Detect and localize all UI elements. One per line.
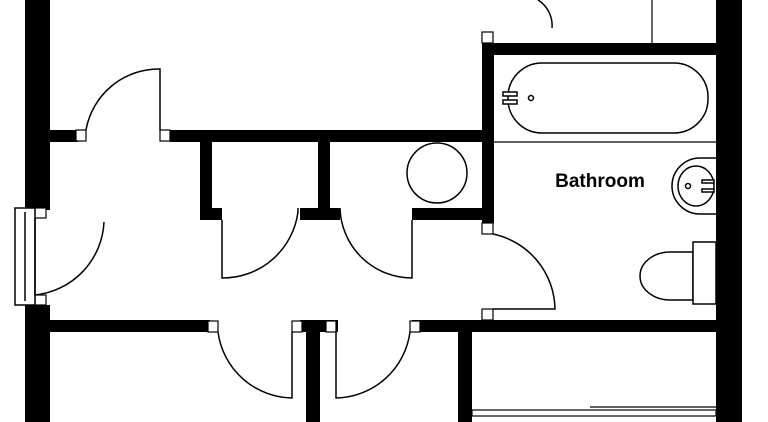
wall-closet-c-bottom xyxy=(412,208,490,220)
washbasin xyxy=(671,157,716,215)
door-swing-closet-b xyxy=(339,207,413,279)
jamb xyxy=(409,320,421,333)
washbasin-drain xyxy=(684,182,692,190)
door-swing-bathroom xyxy=(492,233,556,310)
wall-bathroom-bottom xyxy=(488,320,716,332)
door-swing-closet-a xyxy=(221,208,299,279)
jamb xyxy=(159,129,171,142)
wall-bathroom-left xyxy=(482,43,494,223)
door-swing-lower-left xyxy=(217,331,293,399)
door-swing-top-left xyxy=(85,68,161,131)
water-heater xyxy=(406,142,468,204)
jamb xyxy=(34,294,47,306)
wall-hall-top-right xyxy=(170,130,490,142)
washbasin-bowl xyxy=(677,165,715,207)
wall-left-upper xyxy=(25,0,50,210)
wall-right xyxy=(716,0,742,422)
wall-bathroom-top xyxy=(482,43,716,55)
wall-closet-b-bottom-left xyxy=(300,208,340,220)
wall-hall-top-left xyxy=(50,130,78,142)
jamb xyxy=(481,222,494,235)
bathtub xyxy=(502,62,709,134)
wall-hall-bottom-left xyxy=(50,320,210,332)
bathtub-tap xyxy=(502,91,518,97)
doors xyxy=(34,0,556,399)
bathtub-drain xyxy=(527,94,535,102)
door-swing-entry xyxy=(34,218,105,296)
entry-frame xyxy=(14,207,36,306)
jamb xyxy=(75,129,87,142)
walls xyxy=(25,0,742,422)
thin-lines xyxy=(494,0,716,143)
room-label-bathroom: Bathroom xyxy=(555,171,645,192)
jamb xyxy=(207,320,219,333)
toilet-bowl xyxy=(639,251,694,301)
wall-left-lower xyxy=(25,305,50,422)
door-jambs xyxy=(34,31,494,333)
wall-closet-a-left xyxy=(200,142,212,220)
bathtub-outline xyxy=(507,62,709,134)
lower-window-sill xyxy=(471,409,717,417)
wall-lower-room-left xyxy=(458,332,472,422)
wall-lower-mid xyxy=(306,332,320,422)
toilet xyxy=(639,241,717,305)
lower-window xyxy=(471,406,717,417)
wall-closet-a-bottom xyxy=(200,208,222,220)
door-swing-lower-right xyxy=(335,331,411,399)
washbasin-tap xyxy=(701,179,715,184)
bathtub-tap xyxy=(502,99,518,105)
jamb xyxy=(481,31,494,44)
wall-closet-divider xyxy=(318,142,330,220)
door-swing-top-room xyxy=(537,0,553,29)
washbasin-tap xyxy=(701,188,715,193)
jamb xyxy=(34,207,47,219)
jamb xyxy=(325,320,337,333)
toilet-tank xyxy=(692,241,717,305)
jamb xyxy=(481,308,494,321)
jamb xyxy=(291,320,303,333)
